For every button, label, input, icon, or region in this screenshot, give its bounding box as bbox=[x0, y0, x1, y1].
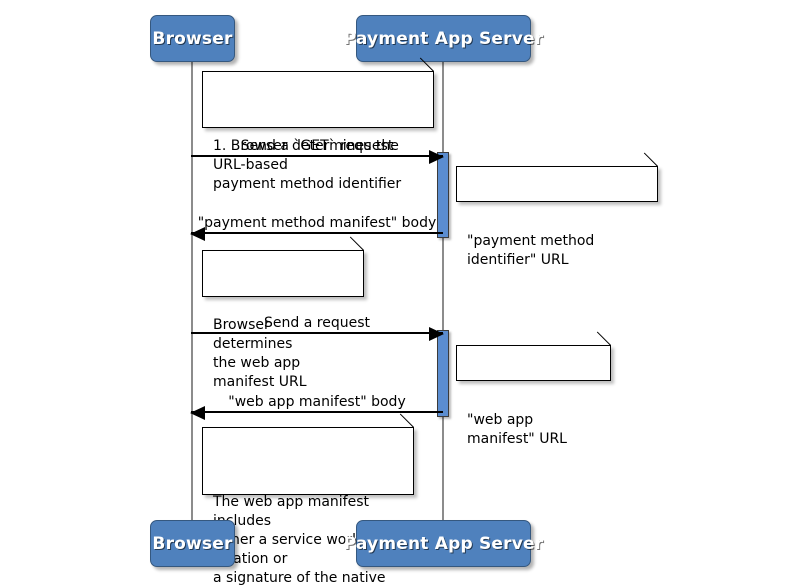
actor-browser-bottom[interactable]: Browser bbox=[150, 520, 235, 567]
arrowhead-right-icon bbox=[429, 327, 444, 341]
actor-payment-app-server-bottom-label: Payment App Server bbox=[343, 533, 544, 554]
actor-payment-app-server-top-label: Payment App Server bbox=[343, 28, 544, 49]
actor-browser-top[interactable]: Browser bbox=[150, 15, 235, 62]
note-fold-icon bbox=[350, 251, 363, 264]
lifeline-payment-app-server bbox=[442, 62, 444, 520]
note-text: Browser determines the web app manifest … bbox=[213, 317, 307, 390]
note-web-app-manifest-includes: The web app manifest includes either a s… bbox=[202, 413, 414, 586]
note-text: "payment method identifier" URL bbox=[467, 233, 595, 268]
message-send-a-request-label: Send a request bbox=[264, 315, 370, 331]
actor-browser-bottom-label: Browser bbox=[152, 533, 233, 554]
message-web-app-manifest-body: "web app manifest" body bbox=[190, 394, 443, 420]
note-fold-line-icon bbox=[399, 413, 414, 428]
actor-browser-top-label: Browser bbox=[152, 28, 233, 49]
arrowhead-right-icon bbox=[429, 150, 444, 164]
actor-payment-app-server-top[interactable]: Payment App Server bbox=[344, 15, 543, 62]
note-fold-icon bbox=[597, 346, 610, 359]
lifeline-browser bbox=[191, 62, 193, 520]
actor-payment-app-server-bottom[interactable]: Payment App Server bbox=[344, 520, 543, 567]
message-send-get-request-label: Send a `GET` request bbox=[240, 138, 394, 154]
message-send-a-request: Send a request bbox=[191, 315, 444, 341]
note-browser-determines-web-app-manifest-url: Browser determines the web app manifest … bbox=[202, 236, 364, 390]
note-fold-icon bbox=[400, 428, 413, 441]
note-fold-line-icon bbox=[643, 152, 658, 167]
message-web-app-manifest-body-label: "web app manifest" body bbox=[228, 394, 406, 410]
note-text: 1. Browser determines the URL-based paym… bbox=[213, 138, 402, 192]
message-send-get-request: Send a `GET` request bbox=[191, 138, 444, 164]
arrowhead-left-icon bbox=[190, 227, 205, 241]
note-text: "web app manifest" URL bbox=[467, 412, 567, 447]
note-browser-determines-identifier: 1. Browser determines the URL-based paym… bbox=[202, 57, 434, 192]
note-fold-line-icon bbox=[596, 331, 611, 346]
note-payment-method-identifier-url: "payment method identifier" URL bbox=[456, 152, 658, 268]
message-payment-method-manifest-body: "payment method manifest" body bbox=[190, 215, 443, 241]
note-fold-icon bbox=[420, 72, 433, 85]
message-payment-method-manifest-body-label: "payment method manifest" body bbox=[197, 215, 437, 231]
note-web-app-manifest-url: "web app manifest" URL bbox=[456, 331, 611, 447]
note-fold-icon bbox=[644, 167, 657, 180]
note-fold-line-icon bbox=[349, 236, 364, 251]
arrowhead-left-icon bbox=[190, 406, 205, 420]
